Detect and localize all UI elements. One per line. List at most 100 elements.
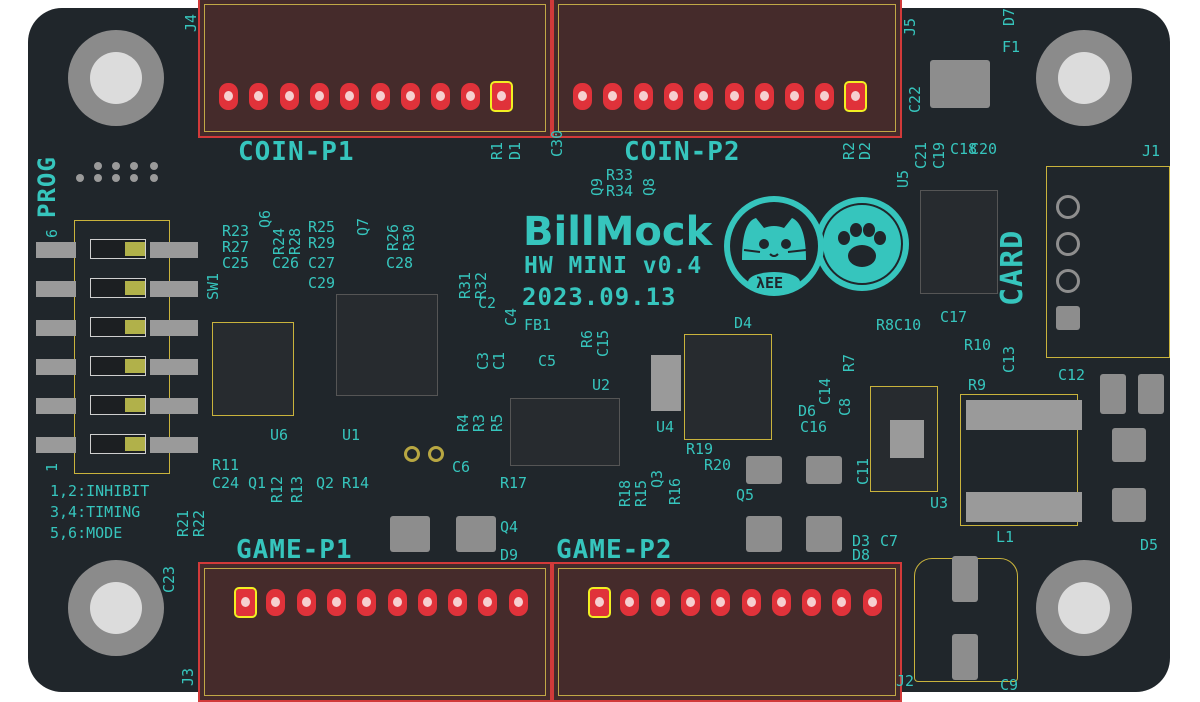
prog-header-pin bbox=[112, 174, 120, 182]
ref-d3: D3 bbox=[852, 532, 871, 550]
card-connector-body bbox=[1046, 166, 1170, 358]
dip-switch-knob[interactable] bbox=[125, 437, 145, 451]
ref-r25: R25 bbox=[308, 218, 336, 236]
dip-switch-knob[interactable] bbox=[125, 359, 145, 373]
ref-r24: R24 bbox=[270, 227, 288, 255]
connector-game-p2 bbox=[552, 562, 902, 702]
card-pin-4 bbox=[1056, 306, 1080, 330]
ref-c1: C1 bbox=[490, 351, 508, 370]
dip-switch-slot[interactable] bbox=[90, 317, 146, 337]
ref-c14: C14 bbox=[816, 377, 834, 405]
dip-pad bbox=[36, 437, 76, 453]
game-p2-pin-10 bbox=[862, 589, 882, 616]
q4-pad-right bbox=[456, 516, 496, 552]
ref-d2: D2 bbox=[856, 141, 874, 160]
ref-fb1: FB1 bbox=[524, 316, 552, 334]
mounting-hole-bottom-right bbox=[1036, 560, 1132, 656]
card-pin-2 bbox=[1056, 232, 1080, 256]
game-p1-pin-7 bbox=[417, 589, 437, 616]
prog-header-pin bbox=[150, 162, 158, 170]
board-version: HW MINI v0.4 bbox=[524, 253, 703, 279]
ref-c5: C5 bbox=[538, 352, 557, 370]
ref-r2: R2 bbox=[840, 141, 858, 160]
ref-r9: R9 bbox=[968, 376, 987, 394]
prog-header-pin bbox=[94, 174, 102, 182]
ref-c11: C11 bbox=[854, 457, 872, 485]
game-p2-pin-8 bbox=[802, 589, 822, 616]
game-p1-pin-8 bbox=[448, 589, 468, 616]
ref-r5: R5 bbox=[488, 413, 506, 432]
dip-switch-slot[interactable] bbox=[90, 278, 146, 298]
j1-ref: J1 bbox=[1142, 142, 1161, 160]
dip-switch-knob[interactable] bbox=[125, 398, 145, 412]
coin-p2-pin-8 bbox=[785, 83, 805, 110]
game-p1-pin-1 bbox=[234, 587, 257, 618]
ref-q2: Q2 bbox=[316, 474, 335, 492]
dip-pad bbox=[36, 281, 76, 297]
logo-icon bbox=[724, 196, 909, 296]
ref-d5: D5 bbox=[1140, 536, 1159, 554]
dip-switch-body bbox=[74, 220, 170, 474]
ref-r28: R28 bbox=[286, 227, 304, 255]
connector-coin-p2 bbox=[552, 0, 902, 138]
ref-q7: Q7 bbox=[354, 217, 372, 236]
ref-c7: C7 bbox=[880, 532, 899, 550]
coin-p1-pin-2 bbox=[249, 83, 269, 110]
prog-header-pin bbox=[76, 174, 84, 182]
dip-pad bbox=[150, 320, 198, 336]
dip-switch-knob[interactable] bbox=[125, 242, 145, 256]
u2-chip bbox=[510, 398, 620, 466]
game-p1-pin-5 bbox=[357, 589, 377, 616]
coin-p1-pin-1 bbox=[219, 83, 238, 110]
dip-switch-slot[interactable] bbox=[90, 356, 146, 376]
switch-legend-3: 5,6:MODE bbox=[50, 524, 123, 542]
u6-chip bbox=[212, 322, 294, 416]
ref-r30: R30 bbox=[400, 223, 418, 251]
l1-pad-bottom bbox=[966, 492, 1082, 522]
ref-c22: C22 bbox=[906, 85, 924, 113]
ref-d9: D9 bbox=[500, 546, 519, 564]
ref-c26: C26 bbox=[272, 254, 300, 272]
dip-switch-slot[interactable] bbox=[90, 239, 146, 259]
mounting-hole-top-left bbox=[68, 30, 164, 126]
game-p1-pin-2 bbox=[266, 589, 286, 616]
card-pin-1 bbox=[1056, 195, 1080, 219]
coin-p2-pin-9 bbox=[815, 83, 835, 110]
u3-pad bbox=[890, 420, 924, 458]
ref-r18: R18 bbox=[616, 479, 634, 507]
ref-c15: C15 bbox=[594, 329, 612, 357]
mounting-hole-top-right bbox=[1036, 30, 1132, 126]
game-p1-pin-3 bbox=[296, 589, 316, 616]
coin-p2-label: COIN-P2 bbox=[624, 137, 741, 167]
u5-chip bbox=[920, 190, 998, 294]
dip-switch-slot[interactable] bbox=[90, 395, 146, 415]
dip-switch-slot[interactable] bbox=[90, 434, 146, 454]
ref-c16: C16 bbox=[800, 418, 828, 436]
ref-c25: C25 bbox=[222, 254, 250, 272]
ref-d1: D1 bbox=[506, 141, 524, 160]
ref-c27: C27 bbox=[308, 254, 336, 272]
j5-ref: J5 bbox=[901, 17, 919, 36]
ref-r34: R34 bbox=[606, 182, 634, 200]
ref-r19: R19 bbox=[686, 440, 714, 458]
ref-c30: C30 bbox=[548, 129, 566, 157]
dip-pad bbox=[150, 398, 198, 414]
ref-r16: R16 bbox=[666, 477, 684, 505]
ref-c29: C29 bbox=[308, 274, 336, 292]
ref-c23: C23 bbox=[160, 565, 178, 593]
ref-r10: R10 bbox=[964, 336, 992, 354]
ref-r27: R27 bbox=[222, 238, 250, 256]
ref-u1: U1 bbox=[342, 426, 361, 444]
ref-l1: L1 bbox=[996, 528, 1015, 546]
coin-p1-pin-4 bbox=[309, 83, 329, 110]
game-p1-label: GAME-P1 bbox=[236, 535, 353, 565]
coin-p2-pin-10 bbox=[843, 81, 867, 112]
ref-c28: C28 bbox=[386, 254, 414, 272]
fiducial-1 bbox=[404, 446, 420, 462]
dip-switch-knob[interactable] bbox=[125, 320, 145, 334]
dip-switch-knob[interactable] bbox=[125, 281, 145, 295]
ref-u4: U4 bbox=[656, 418, 675, 436]
switch-legend-2: 3,4:TIMING bbox=[50, 503, 141, 521]
ref-d4: D4 bbox=[734, 314, 753, 332]
q5-pad-bottom-right bbox=[806, 516, 842, 552]
